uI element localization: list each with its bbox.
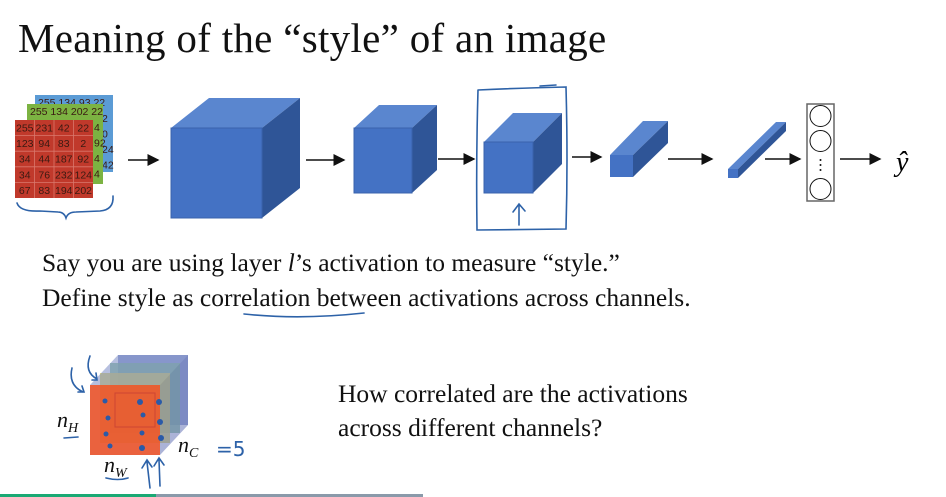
line1-post: ’s activation to measure “style.” xyxy=(294,248,620,277)
conv-volume-4 xyxy=(610,121,668,177)
pixel-value: 83 xyxy=(58,138,70,150)
pixel-value: 24 xyxy=(102,144,114,156)
line1-pre: Say you are using layer xyxy=(42,248,288,277)
pixel-value: 124 xyxy=(74,169,92,181)
question-line-1: How correlated are the activations xyxy=(338,379,688,408)
conv-volume-3-selected-layer xyxy=(475,84,568,231)
brace-annotation xyxy=(16,195,114,221)
buffered-progress xyxy=(0,494,423,497)
n-c-subscript: C xyxy=(189,446,199,461)
pixel-value: 92 xyxy=(77,154,89,166)
up-arrow-annotation xyxy=(512,202,526,226)
n-h-label: n xyxy=(57,407,68,432)
output-y-hat: ŷ xyxy=(893,147,909,178)
n-w-label: n xyxy=(104,452,115,477)
slide-title: Meaning of the “style” of an image xyxy=(18,15,607,61)
n-c-value: =5 xyxy=(216,437,245,461)
slide-text-line-1: Say you are using layer l’s activation t… xyxy=(42,248,620,278)
pixel-value: 232 xyxy=(55,169,73,181)
pixel-value: 34 xyxy=(19,169,31,181)
pixel-value: 0 xyxy=(102,129,108,141)
conv-volume-2 xyxy=(353,105,437,194)
pixel-value: 4 xyxy=(94,153,100,165)
svg-text:nW: nW xyxy=(104,452,128,481)
line2-post: between activations across channels. xyxy=(310,283,691,312)
svg-text:nC: nC xyxy=(178,432,199,461)
question-line-2: across different channels? xyxy=(338,413,603,442)
pixel-value: 255 xyxy=(16,123,34,135)
conv-volume-5 xyxy=(728,122,786,178)
slide-text-line-2: Define style as correlation between acti… xyxy=(42,283,691,313)
pixel-value: 67 xyxy=(19,185,31,197)
layer-highlight-box xyxy=(475,84,568,231)
handwritten-annotations: nH nW nC =5 xyxy=(57,355,245,489)
n-w-subscript: W xyxy=(115,466,128,481)
layer-variable: l xyxy=(287,248,295,277)
pixel-value: 92 xyxy=(94,138,106,150)
activation-volume-channels xyxy=(90,355,188,455)
pixel-value: 187 xyxy=(55,154,73,166)
pixel-value: 4 xyxy=(94,169,100,181)
pixel-value: 231 xyxy=(35,123,53,135)
pixel-value: 202 xyxy=(74,185,92,197)
pixel-value: 2 xyxy=(102,113,108,125)
green-top-row: 255 134 202 22 xyxy=(30,106,103,118)
played-progress xyxy=(0,494,157,497)
n-c-label: n xyxy=(178,432,189,457)
pixel-value: 22 xyxy=(77,123,89,135)
pixel-value: 42 xyxy=(58,123,70,135)
correlation-word: correlation xyxy=(199,283,311,312)
fully-connected-layer xyxy=(806,103,835,202)
correlation-underline xyxy=(243,312,365,318)
pixel-value: 44 xyxy=(38,154,50,166)
pixel-value: 94 xyxy=(38,138,50,150)
line2-pre: Define style as xyxy=(42,283,200,312)
svg-text:nH: nH xyxy=(57,407,79,436)
pixel-value: 194 xyxy=(55,185,73,197)
pixel-value: 83 xyxy=(38,185,50,197)
pixel-value: 42 xyxy=(102,160,114,172)
video-progress-bar[interactable] xyxy=(0,494,946,497)
conv-volume-1 xyxy=(170,98,300,219)
pixel-value: 76 xyxy=(38,169,50,181)
pixel-value: 4 xyxy=(94,122,100,134)
pixel-value: 34 xyxy=(19,154,31,166)
pixel-value: 2 xyxy=(80,138,86,150)
n-h-subscript: H xyxy=(67,421,79,436)
pixel-value: 123 xyxy=(16,138,34,150)
arrows xyxy=(128,151,882,166)
